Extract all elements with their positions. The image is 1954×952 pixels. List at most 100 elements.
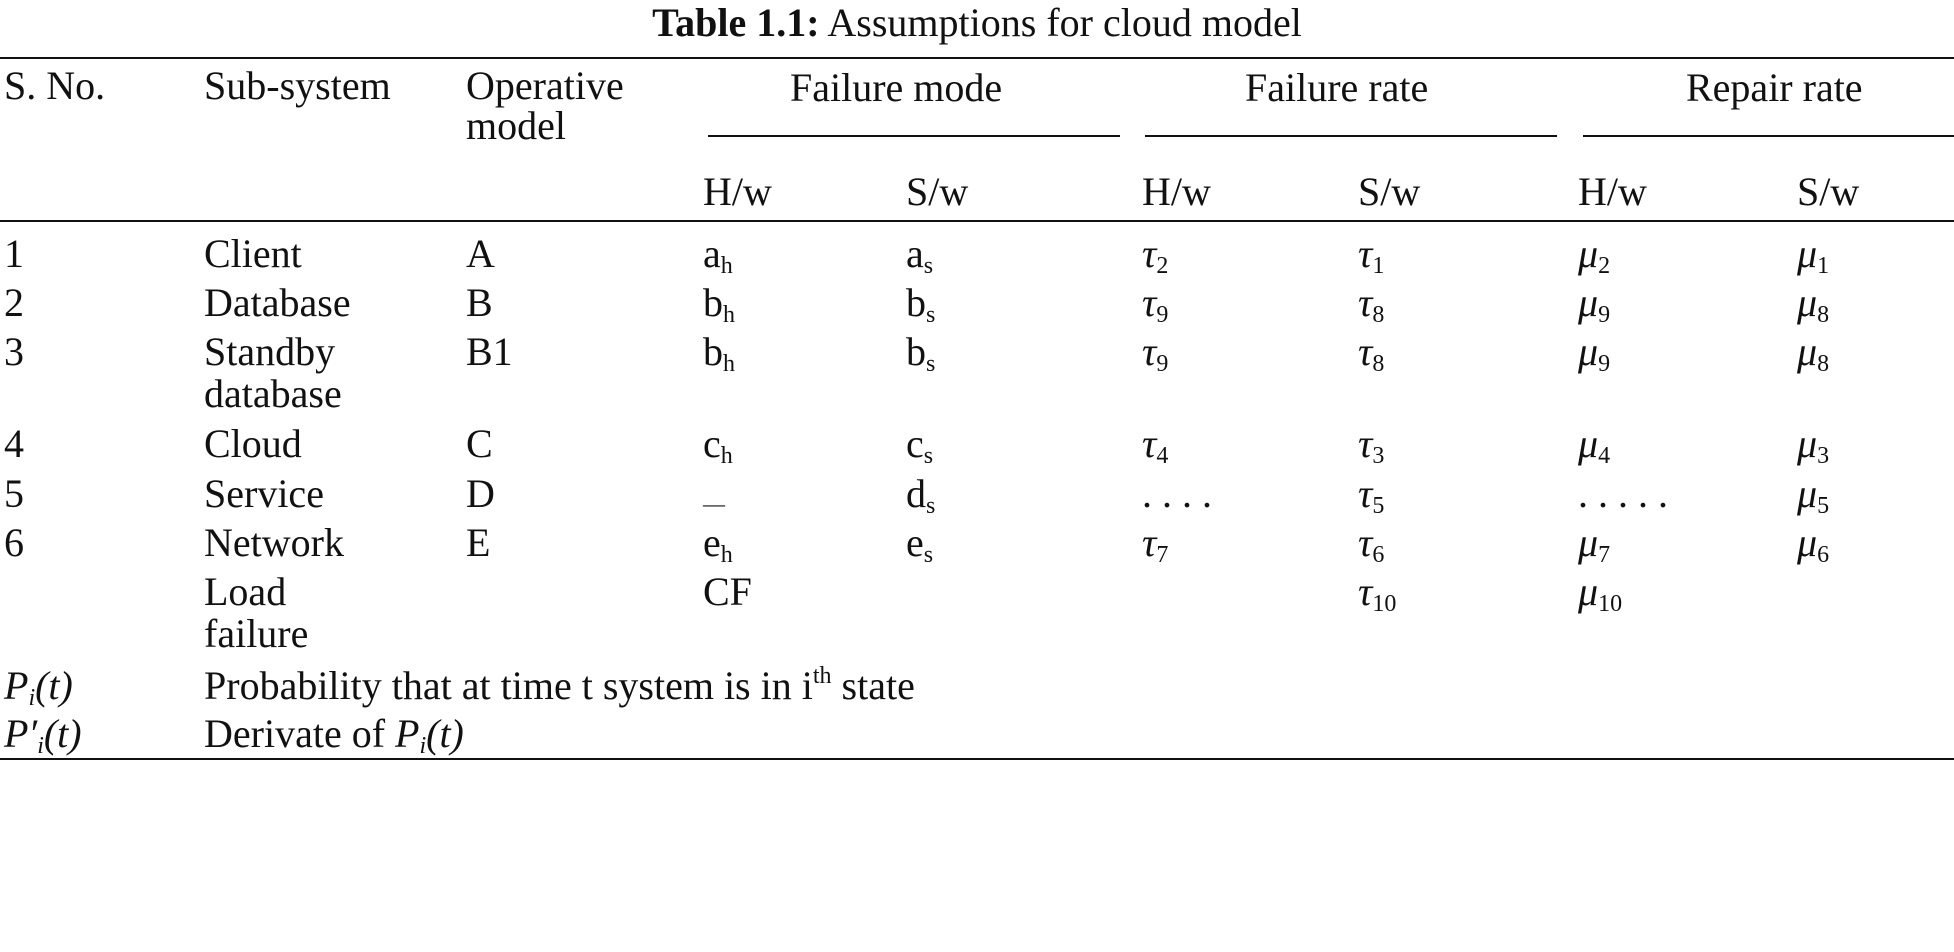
cell-sno: 2 — [4, 280, 24, 325]
cell-repair-rate-sw-base: μ — [1797, 421, 1818, 466]
note-pi-prime-ref-arg: (t) — [426, 711, 464, 756]
cell-failure-mode-hw: ah — [703, 231, 733, 279]
cell-failure-rate-sw-base: τ — [1358, 280, 1373, 325]
cell-repair-rate-sw-sub: 8 — [1817, 302, 1830, 328]
cell-repair-rate-hw-base: μ — [1578, 421, 1599, 466]
header-fr-hw: H/w — [1142, 169, 1211, 214]
cell-failure-rate-hw-base: τ — [1142, 329, 1157, 374]
cell-repair-rate-hw-sub: 9 — [1598, 351, 1611, 377]
cell-failure-rate-hw: τ2 — [1142, 232, 1169, 279]
cell-failure-rate-hw: τ9 — [1142, 281, 1169, 328]
note-pi-prime-letter: P′ — [4, 711, 38, 756]
cell-subsystem-line2: database — [204, 371, 342, 416]
cell-failure-rate-hw: τ9 — [1142, 329, 1168, 377]
cell-sno: 6 — [4, 520, 24, 565]
cell-failure-rate-sw-sub: 5 — [1372, 493, 1385, 519]
repair-rate-rule — [1583, 135, 1954, 137]
cell-failure-rate-sw: τ10 — [1358, 569, 1396, 617]
cell-failure-mode-hw-base: c — [703, 421, 721, 466]
cell-repair-rate-hw-sub: 2 — [1598, 253, 1611, 279]
note-pi-arg: (t) — [35, 663, 73, 708]
cell-failure-mode-sw-sub: s — [923, 542, 934, 568]
cell-failure-rate-sw: τ6 — [1358, 521, 1385, 568]
cell-failure-rate-sw-sub: 6 — [1372, 542, 1385, 568]
cell-failure-mode-hw-base: e — [703, 520, 721, 565]
cell-failure-mode-hw-sub: h — [720, 443, 733, 469]
cell-failure-rate-sw-base: τ — [1358, 421, 1373, 466]
header-operative-line2: model — [466, 103, 566, 148]
cell-failure-mode-sw-base: a — [906, 231, 924, 276]
cell-failure-mode-sw-sub: s — [923, 253, 934, 279]
cell-repair-rate-hw-sub: 9 — [1598, 302, 1611, 328]
cell-repair-rate-hw: μ7 — [1578, 521, 1610, 568]
cell-failure-rate-sw-base: τ — [1358, 231, 1373, 276]
cell-repair-rate-hw-sub: 4 — [1598, 443, 1611, 469]
cell-failure-mode-hw: eh — [703, 520, 733, 568]
note-pi-prime-description: Derivate of Pi(t) — [204, 711, 464, 759]
cell-failure-mode-hw: — — [703, 472, 725, 526]
note-pi-description: Probability that at time t system is in … — [204, 664, 915, 708]
cell-failure-rate-sw-sub: 3 — [1372, 443, 1385, 469]
cell-operative: B — [466, 280, 493, 325]
cell-repair-rate-sw-sub: 6 — [1817, 542, 1830, 568]
cell-repair-rate-sw-sub: 1 — [1817, 253, 1830, 279]
cell-subsystem: Network — [204, 520, 344, 565]
failure-rate-rule — [1145, 135, 1557, 137]
header-fm-sw: S/w — [906, 169, 969, 214]
cell-repair-rate-hw-sub: 10 — [1598, 591, 1623, 617]
cell-failure-rate-hw-sub: 2 — [1156, 253, 1169, 279]
cell-subsystem-line2: failure — [204, 611, 309, 656]
cell-failure-rate-sw: τ1 — [1358, 231, 1385, 279]
bottom-rule — [0, 758, 1954, 760]
note-pi-prime-sub: i — [37, 733, 44, 759]
cell-failure-mode-hw-base: b — [703, 280, 723, 325]
top-rule — [0, 57, 1954, 59]
header-sno: S. No. — [4, 63, 106, 108]
cell-repair-rate-sw-base: μ — [1797, 471, 1818, 516]
header-rr-hw: H/w — [1578, 169, 1647, 214]
cell-repair-rate-hw-base: μ — [1578, 329, 1599, 374]
cell-repair-rate-hw: μ4 — [1578, 421, 1611, 469]
note-pi-prime-ref-letter: P — [395, 711, 420, 756]
cell-failure-rate-hw: . . . . — [1142, 472, 1212, 516]
cell-failure-mode-sw: bs — [906, 281, 935, 328]
table-caption: Table 1.1: Assumptions for cloud model — [0, 0, 1954, 46]
cell-failure-mode-sw-base: b — [906, 329, 926, 374]
cell-failure-mode-sw: es — [906, 521, 934, 568]
cell-failure-mode-hw-sub: h — [723, 302, 735, 328]
cell-repair-rate-sw-sub: 8 — [1817, 351, 1830, 377]
cell-failure-rate-sw-base: τ — [1358, 569, 1373, 614]
cell-repair-rate-hw-base: μ — [1578, 280, 1599, 325]
cell-subsystem: Service — [204, 471, 324, 516]
cell-repair-rate-sw-sub: 3 — [1817, 443, 1830, 469]
cell-sno: 5 — [4, 471, 24, 516]
cell-repair-rate-hw: μ9 — [1578, 329, 1611, 377]
cell-failure-rate-sw: τ8 — [1358, 280, 1385, 328]
cell-failure-mode-hw-base: a — [703, 231, 721, 276]
cell-failure-rate-hw-sub: 9 — [1156, 302, 1169, 328]
cell-failure-mode-hw-sub: h — [720, 542, 733, 568]
note-pi-symbol: Pi(t) — [4, 663, 73, 711]
cell-operative: E — [466, 520, 491, 565]
cell-failure-rate-hw: τ4 — [1142, 422, 1169, 469]
cell-failure-rate-hw-sub: 4 — [1156, 443, 1169, 469]
cell-failure-rate-sw-sub: 1 — [1372, 253, 1385, 279]
cell-failure-mode-hw-sub: h — [723, 351, 735, 377]
cell-operative: D — [466, 471, 495, 516]
cell-operative: C — [466, 421, 493, 466]
note-pi-prime-arg: (t) — [43, 711, 82, 756]
cell-failure-mode-hw: CF — [703, 570, 752, 614]
cell-failure-mode-sw-base: d — [906, 471, 926, 516]
cell-failure-mode-hw: bh — [703, 280, 735, 328]
cell-repair-rate-hw-base: μ — [1578, 231, 1599, 276]
cell-failure-mode-hw-sub: h — [720, 253, 733, 279]
cell-failure-mode-sw-base: c — [906, 421, 924, 466]
cell-failure-rate-sw-sub: 8 — [1372, 302, 1385, 328]
cell-failure-mode-sw: as — [906, 231, 934, 279]
cell-operative: A — [466, 231, 495, 276]
cell-repair-rate-sw: μ8 — [1797, 281, 1830, 328]
cell-failure-mode-hw: bh — [703, 330, 735, 377]
cell-failure-mode-sw-sub: s — [926, 493, 936, 519]
cell-failure-mode-sw: cs — [906, 421, 933, 469]
cell-repair-rate-sw-base: μ — [1797, 520, 1818, 565]
